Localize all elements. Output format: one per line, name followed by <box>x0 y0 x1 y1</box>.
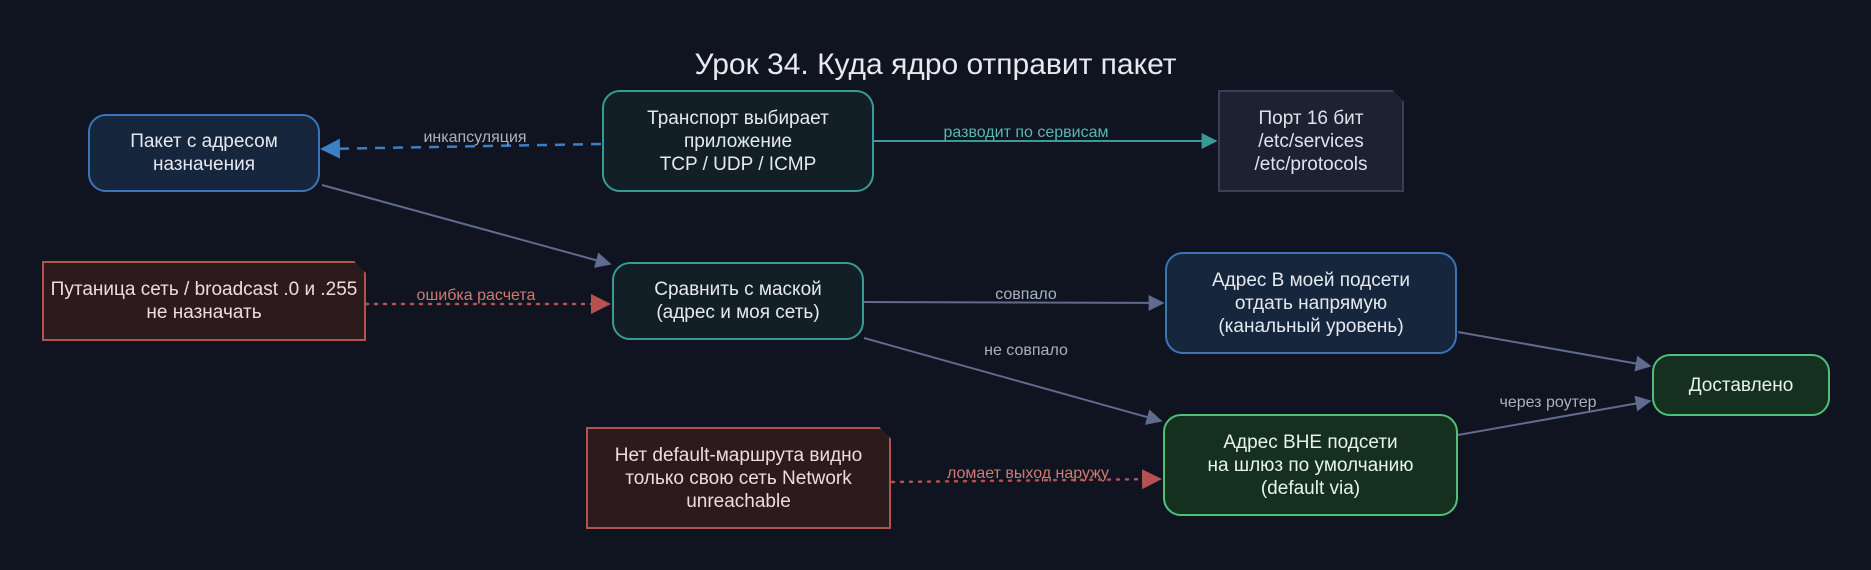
node-out-subnet-line-1: Адрес ВНЕ подсети <box>1223 431 1398 453</box>
edge-label-services: разводит по сервисам <box>943 124 1108 141</box>
node-delivered-line-1: Доставлено <box>1688 374 1794 396</box>
node-compare-line-1: Сравнить с маской <box>654 279 822 300</box>
note-confusion-line-2: .0 и .255 не назначать <box>146 279 358 323</box>
note-no-default-line-2: видно только свою сеть <box>625 444 863 489</box>
node-in-subnet-line-3: (канальный уровень) <box>1218 315 1404 337</box>
node-out-subnet: Адрес ВНЕ подсети на шлюз по умолчанию (… <box>1163 414 1458 516</box>
edge-label-not-matched: не совпало <box>984 342 1068 359</box>
node-transport-line-3: TCP / UDP / ICMP <box>659 153 817 175</box>
node-in-subnet-line-2: отдать напрямую <box>1234 292 1388 314</box>
note-confusion-line-1: Путаница сеть / broadcast <box>50 279 279 300</box>
node-compare-line-2: (адрес и моя сеть) <box>656 302 820 323</box>
edge-in-delivered <box>1457 331 1652 372</box>
node-packet-line-1: Пакет с адресом <box>130 131 278 152</box>
node-transport: Транспорт выбирает приложение TCP / UDP … <box>602 90 874 192</box>
edge-not-matched <box>863 337 1163 425</box>
note-no-default: Нет default-маршрута видно только свою с… <box>586 427 891 529</box>
node-transport-line-2: приложение <box>683 130 793 152</box>
node-in-subnet-line-1: Адрес В моей подсети <box>1212 269 1410 291</box>
note-port: Порт 16 бит /etc/services /etc/protocols <box>1218 90 1404 192</box>
edge-label-via-router: через роутер <box>1499 394 1596 411</box>
edge-out-delivered <box>1457 395 1652 436</box>
note-confusion: Путаница сеть / broadcast .0 и .255 не н… <box>42 261 366 341</box>
node-packet-line-2: назначения <box>152 154 256 175</box>
note-port-line-1: Порт 16 бит <box>1258 107 1364 129</box>
edge-matched <box>863 294 1165 311</box>
node-compare: Сравнить с маской (адрес и моя сеть) <box>612 262 864 340</box>
node-in-subnet: Адрес В моей подсети отдать напрямую (ка… <box>1165 252 1457 354</box>
node-out-subnet-line-3: (default via) <box>1260 477 1361 499</box>
edge-label-encapsulation: инкапсуляция <box>423 129 526 146</box>
node-packet: Пакет с адресом назначения <box>88 114 320 192</box>
edge-label-matched: совпало <box>995 286 1057 303</box>
edge-label-calc-error: ошибка расчета <box>417 287 536 304</box>
edge-label-breaks-exit: ломает выход наружу <box>947 465 1109 482</box>
note-port-line-2: /etc/services <box>1258 130 1364 152</box>
note-port-line-3: /etc/protocols <box>1254 153 1368 175</box>
edge-packet-compare <box>321 184 612 268</box>
note-no-default-line-3: Network unreachable <box>686 467 852 512</box>
node-transport-line-1: Транспорт выбирает <box>647 107 829 129</box>
edge-breaks-exit <box>890 469 1162 490</box>
node-out-subnet-line-2: на шлюз по умолчанию <box>1207 454 1414 476</box>
diagram-title: Урок 34. Куда ядро отправит пакет <box>694 48 1177 81</box>
node-delivered: Доставлено <box>1652 354 1830 416</box>
note-no-default-line-1: Нет default-маршрута <box>614 444 805 466</box>
